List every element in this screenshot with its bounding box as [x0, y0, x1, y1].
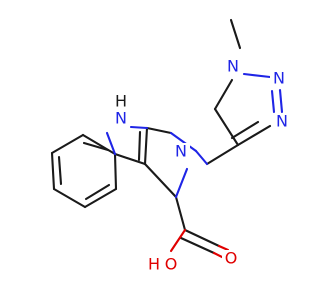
bond-indole-ring-double-2: [84, 183, 111, 201]
label-bg-indole-n: [112, 110, 130, 128]
bond-indole-ring-2: [52, 187, 87, 209]
bond-ring-n-bottom: [174, 167, 189, 199]
methyl-nitrogen-label: N: [227, 57, 239, 76]
bond-triazole-n2-n3-double: [270, 89, 276, 114]
molecule-structure-svg: N N N N H N O O H: [50, 18, 291, 274]
carbonyl-oxygen-label: O: [225, 249, 238, 268]
bond-indole-ring-1: [50, 151, 56, 191]
bond-triazole-c5-n1: [213, 78, 234, 111]
bond-ring-n-right: [194, 149, 209, 166]
bond-ring-carboxyl-carbon: [174, 195, 187, 232]
bond-triazole-n1-n2: [242, 72, 272, 79]
oxygen-bonds: [169, 228, 230, 260]
nitrogen-bonds: [105, 72, 284, 199]
bond-ring-down: [143, 162, 178, 199]
label-bg-hydroxyl-h: [145, 256, 163, 274]
molecule-diagram: N N N N H N O O H: [50, 18, 291, 274]
label-bg-indole-h: [112, 93, 130, 111]
bond-indole-ring-3: [83, 187, 118, 209]
indole-hydrogen-label: H: [115, 92, 127, 111]
bond-carbonyl-o-a: [217, 244, 230, 252]
indole-nitrogen-label: N: [115, 109, 127, 128]
piperidine-nitrogen-label: N: [175, 142, 187, 161]
label-bg-piperidine-n: [172, 143, 190, 161]
hydroxyl-oxygen-label: O: [165, 255, 178, 274]
hydroxyl-hydrogen-label: H: [148, 255, 160, 274]
label-bg-triazole-n2: [270, 70, 288, 88]
triazole-n2-label: N: [273, 69, 285, 88]
label-bg-carbonyl-o: [222, 250, 240, 268]
bond-five-ring-2: [143, 126, 149, 166]
carbon-bonds: [50, 18, 272, 255]
bond-methyl: [229, 18, 242, 50]
bond-carboxyl-c-o-double-b: [179, 236, 216, 255]
bond-triazole-c4-double: [230, 120, 260, 140]
bond-triazole-n2-n3: [278, 88, 284, 114]
bond-hydroxyl-o: [169, 228, 187, 253]
label-bg-hydroxyl-o: [162, 256, 180, 274]
triazole-n3-label: N: [276, 112, 288, 131]
label-bg-methyl-n: [224, 58, 242, 76]
bond-carboxyl-c-o-double-a: [183, 228, 221, 248]
bond-five-ring-double: [137, 130, 142, 162]
bond-triazole-c4-c5: [213, 107, 240, 147]
bond-indole-ring-5: [81, 133, 117, 156]
bond-indole-ring-double-3: [82, 141, 110, 152]
label-bg-triazole-n3: [273, 113, 291, 131]
bond-indole-n-left: [105, 131, 117, 156]
bond-indole-n-right: [129, 125, 149, 130]
bond-triazole-c4-n3: [236, 124, 272, 147]
bond-ring-up: [145, 126, 173, 135]
bond-indole-ring-4: [113, 152, 118, 191]
bond-five-ring-1: [113, 152, 147, 166]
bond-ch2-to-triazole: [205, 143, 240, 166]
atom-labels: N N N N H N O O H: [112, 57, 291, 274]
bond-indole-ring-6: [50, 133, 85, 155]
bond-indole-ring-double-1: [57, 155, 63, 186]
bond-ring-n-left: [169, 131, 198, 153]
